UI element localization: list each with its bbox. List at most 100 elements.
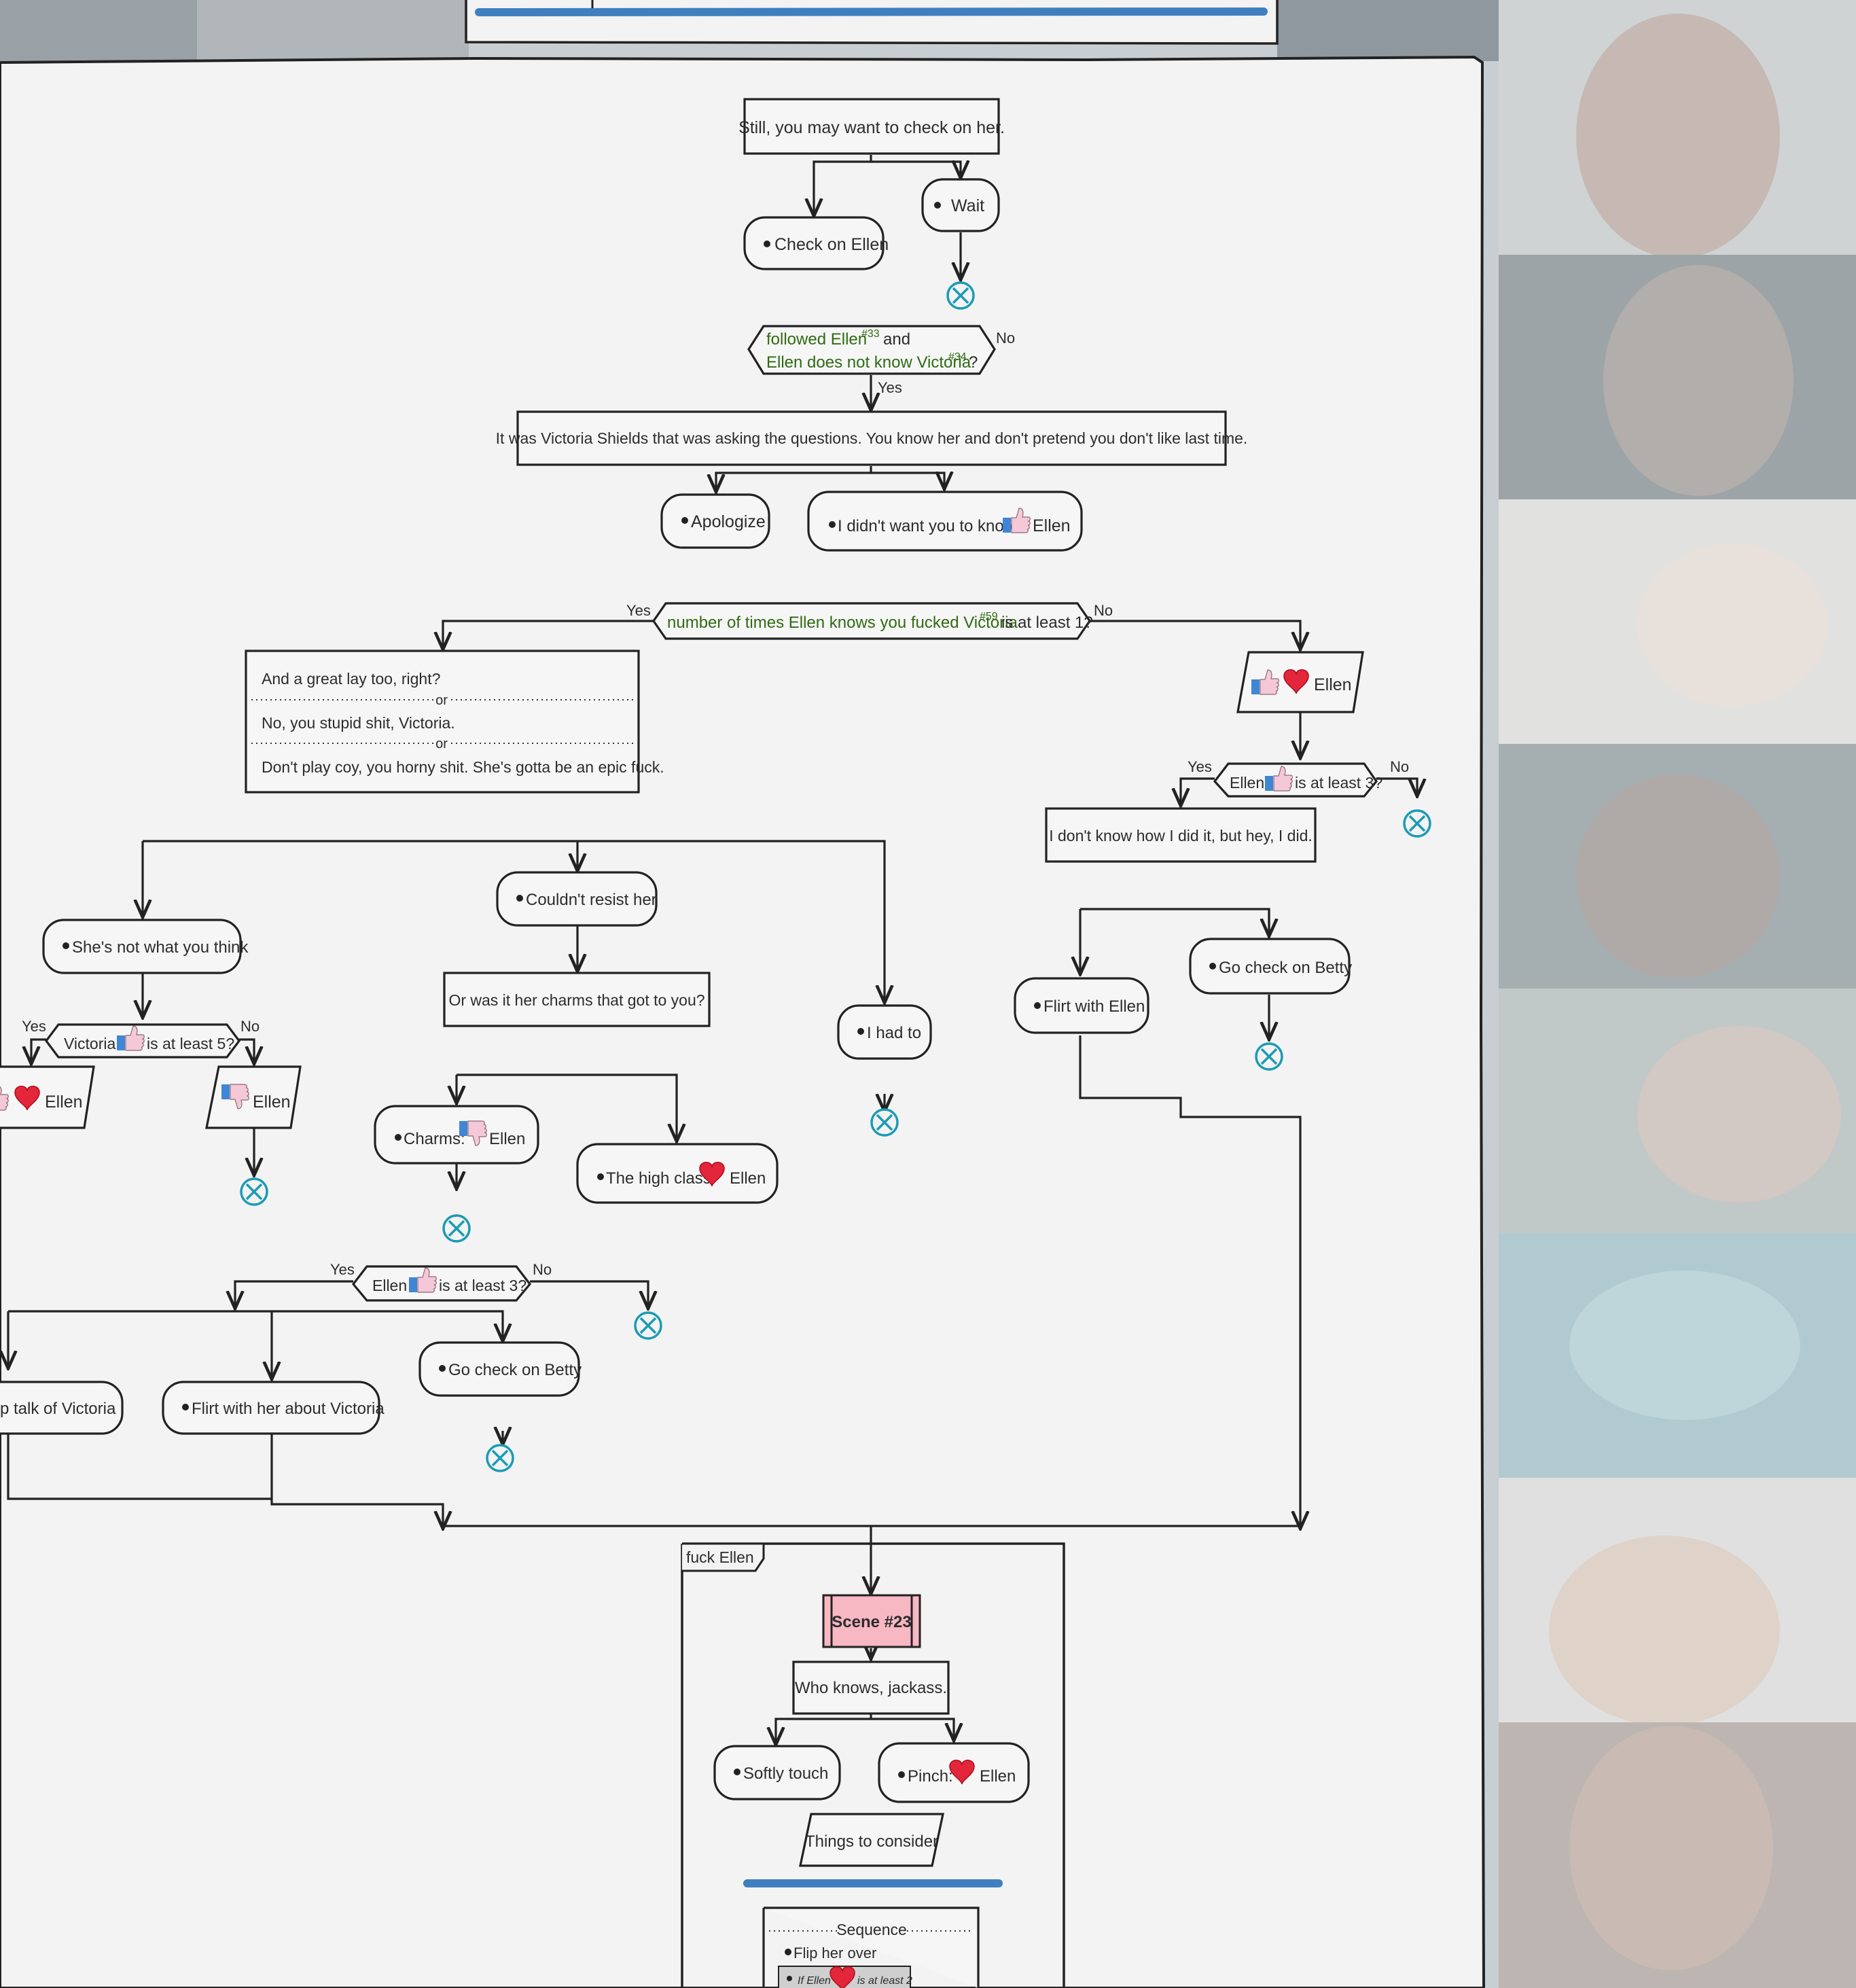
choice-stop-talk-of-victoria[interactable]: p talk of Victoria <box>0 1381 124 1435</box>
branch-no: No <box>240 1018 260 1035</box>
node-text: Or was it her charms that got to you? <box>448 991 704 1009</box>
choice-label: Check on Ellen <box>774 235 889 254</box>
choice-wait[interactable]: Wait <box>921 178 1000 232</box>
node-text: Still, you may want to check on her. <box>738 118 1005 137</box>
choice-flirt-about-victoria[interactable]: Flirt with her about Victoria <box>162 1381 385 1435</box>
condition-text: is at least 2 <box>857 1975 912 1987</box>
choice-label: Softly touch <box>743 1764 828 1783</box>
character-name: Ellen <box>980 1767 1016 1786</box>
choice-flirt-with-ellen[interactable]: Flirt with Ellen <box>1014 977 1149 1034</box>
condition-text: Ellen does not know Victoria <box>766 353 971 372</box>
character-name: Ellen <box>372 1277 407 1294</box>
bullet-icon <box>934 202 941 209</box>
branch-no: No <box>533 1261 552 1278</box>
node-still-check: Still, you may want to check on her. <box>738 98 1005 155</box>
branch-yes: Yes <box>22 1018 46 1035</box>
condition-text: is at least 5? <box>147 1035 234 1052</box>
alt-line: No, you stupid shit, Victoria. <box>262 714 455 732</box>
or-separator: or <box>435 693 448 708</box>
node-or-was-it: Or was it her charms that got to you? <box>443 972 711 1027</box>
choice-didnt-want-you-to-know[interactable]: I didn't want you to know: Ellen <box>807 491 1083 552</box>
branch-no: No <box>996 330 1015 347</box>
condition-text: ? <box>969 353 978 372</box>
end-x-icon <box>442 1214 471 1243</box>
bullet-icon <box>898 1771 905 1778</box>
condition-text: and <box>883 330 910 349</box>
connectors <box>8 155 1417 1745</box>
branch-no: No <box>1390 758 1409 775</box>
branch-yes: Yes <box>626 602 651 619</box>
or-separator: or <box>435 736 448 751</box>
bullet-icon <box>597 1173 604 1180</box>
bullet-icon <box>395 1134 401 1141</box>
character-name: Ellen <box>1314 675 1352 694</box>
condition-text: is at least 1? <box>1001 614 1093 632</box>
choice-charms[interactable]: Charms: Ellen <box>374 1105 539 1165</box>
node-things-to-consider: Things to consider <box>799 1813 944 1867</box>
choice-label: Wait <box>951 196 984 215</box>
bullet-icon <box>829 521 836 528</box>
branch-yes: Yes <box>330 1261 355 1278</box>
choice-label: Flirt with Ellen <box>1043 997 1145 1016</box>
node-text: It was Victoria Shields that was asking … <box>496 429 1248 447</box>
node-text: Who knows, jackass. <box>795 1679 947 1697</box>
end-x-icon <box>240 1177 268 1206</box>
footnote-ref: #34 <box>948 351 967 363</box>
choice-label: Go check on Betty <box>1219 959 1352 977</box>
bullet-icon <box>764 241 770 247</box>
scene-label: Scene #23 <box>832 1613 911 1631</box>
node-text: I don't know how I did it, but hey, I di… <box>1049 827 1313 845</box>
sequence-title: Sequence <box>836 1921 907 1938</box>
sequence-box: Sequence Flip her over If Ellen is at le… <box>762 1906 980 1988</box>
condition-times-fucked-victoria: number of times Ellen knows you fucked V… <box>626 602 1113 640</box>
bullet-icon <box>63 942 69 949</box>
bullet-icon <box>182 1404 189 1410</box>
choice-high-class[interactable]: The high class: Ellen <box>576 1143 779 1204</box>
choice-go-check-betty-right[interactable]: Go check on Betty <box>1189 938 1352 995</box>
choice-go-check-betty-left[interactable]: Go check on Betty <box>418 1341 582 1397</box>
choice-apologize[interactable]: Apologize <box>660 493 770 549</box>
end-x-icon <box>1403 809 1431 838</box>
scene-frame-fuck-ellen: fuck Ellen <box>681 1542 1065 1988</box>
bullet-icon <box>681 517 688 524</box>
choice-shes-not-what-you-think[interactable]: She's not what you think <box>42 919 249 974</box>
bullet-icon <box>1034 1002 1041 1009</box>
character-name: Ellen <box>253 1093 291 1112</box>
condition-text: number of times Ellen knows you fucked V… <box>667 614 1018 632</box>
frame-title: fuck Ellen <box>686 1548 754 1566</box>
end-x-icon <box>1255 1042 1283 1071</box>
character-name: Ellen <box>1230 774 1264 792</box>
condition-victoria-at-least-5: Victoria is at least 5? Yes No <box>22 1018 260 1059</box>
bullet-icon <box>1209 963 1216 970</box>
condition-text: is at least 3? <box>439 1277 527 1294</box>
character-name: Ellen <box>45 1093 83 1112</box>
choice-label: I had to <box>867 1024 921 1042</box>
top-panel <box>465 0 1279 45</box>
node-victoria-shields: It was Victoria Shields that was asking … <box>496 410 1248 466</box>
choice-i-had-to[interactable]: I had to <box>837 1004 932 1060</box>
choice-label: She's not what you think <box>72 938 249 957</box>
end-x-icon <box>486 1444 514 1472</box>
alt-line: Don't play coy, you horny shit. She's go… <box>262 758 664 776</box>
condition-text: is at least 3? <box>1295 774 1382 792</box>
node-dont-know: I don't know how I did it, but hey, I di… <box>1045 807 1317 863</box>
node-who-knows: Who knows, jackass. <box>792 1661 950 1715</box>
choice-check-on-ellen[interactable]: Check on Ellen <box>743 216 889 270</box>
choice-label: Charms: <box>404 1130 465 1148</box>
node-ellen-down: Ellen <box>205 1065 302 1129</box>
character-name: Ellen <box>489 1130 525 1148</box>
scene-23-box[interactable]: Scene #23 <box>822 1594 921 1648</box>
bullet-icon <box>734 1769 740 1775</box>
node-alternatives: And a great lay too, right? or No, you s… <box>245 650 664 794</box>
branch-yes: Yes <box>878 379 902 396</box>
choice-softly-touch[interactable]: Softly touch <box>713 1745 841 1800</box>
choice-couldnt-resist[interactable]: Couldn't resist her <box>496 871 658 927</box>
choice-label: Pinch: <box>908 1767 953 1786</box>
bullet-icon <box>439 1365 446 1372</box>
character-name: Victoria <box>64 1035 115 1052</box>
footnote-ref: #59 <box>980 611 998 622</box>
condition-text: If Ellen <box>798 1975 831 1987</box>
bullet-icon <box>516 895 523 902</box>
choice-pinch[interactable]: Pinch: Ellen <box>878 1742 1030 1803</box>
